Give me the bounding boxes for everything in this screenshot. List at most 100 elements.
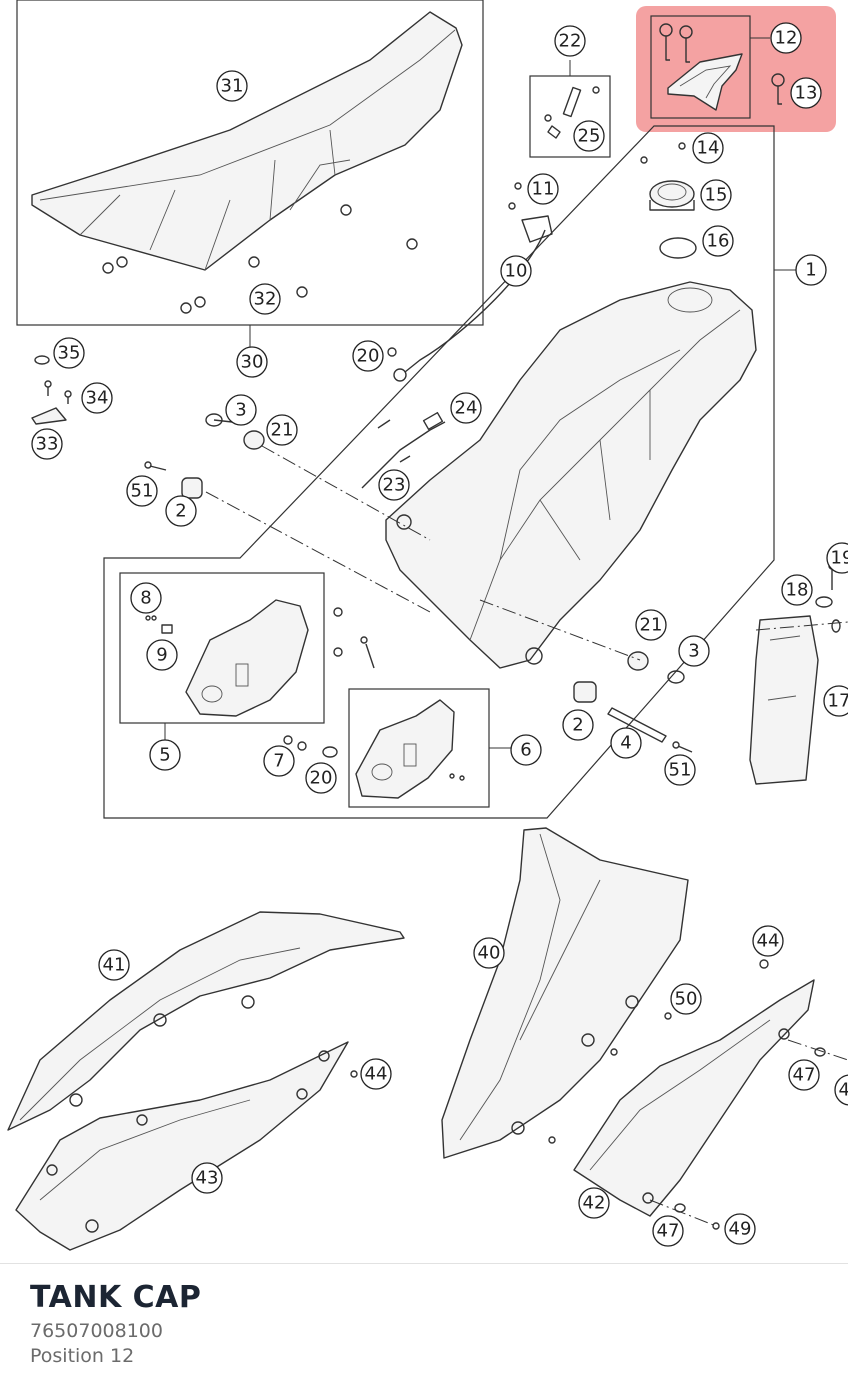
callout-44: 44 (752, 925, 784, 957)
svg-text:31: 31 (221, 76, 244, 97)
svg-text:16: 16 (707, 231, 730, 252)
svg-text:25: 25 (578, 126, 601, 147)
svg-text:24: 24 (455, 398, 478, 419)
callout-25: 25 (573, 120, 605, 152)
exploded-parts-diagram: 1 2 2 3 3 4 5 6 7 8 9 10 11 12 13 14 15 … (7, 0, 848, 1251)
svg-text:11: 11 (532, 179, 555, 200)
svg-text:51: 51 (669, 760, 692, 781)
callout-15: 15 (700, 179, 732, 211)
svg-text:43: 43 (196, 1168, 219, 1189)
fasteners-lower (350, 959, 848, 1230)
svg-text:1: 1 (805, 260, 816, 281)
screws-14 (640, 142, 686, 164)
callout-10: 10 (500, 255, 532, 287)
callout-41: 41 (98, 949, 130, 981)
callout-14: 14 (692, 132, 724, 164)
callout-2: 2 (165, 495, 197, 527)
callout-49: 49 (724, 1213, 756, 1245)
callout-1: 1 (795, 254, 827, 286)
seat-fasteners (102, 204, 418, 314)
svg-text:10: 10 (505, 261, 528, 282)
svg-text:17: 17 (828, 691, 848, 712)
svg-text:19: 19 (831, 548, 848, 569)
svg-text:30: 30 (241, 352, 264, 373)
callout-8: 8 (130, 582, 162, 614)
part-position: Position 12 (30, 1345, 135, 1367)
callout-21: 21 (266, 414, 298, 446)
callout-33: 33 (31, 428, 63, 460)
side-panel-41 (7, 911, 405, 1131)
svg-text:44: 44 (365, 1064, 388, 1085)
callout-2b: 2 (562, 709, 594, 741)
part-5-group-frame (119, 572, 325, 724)
callout-19: 19 (826, 542, 848, 574)
frame-guard-6 (355, 636, 465, 799)
fuel-line-10 (393, 182, 553, 382)
callout-7: 7 (263, 745, 295, 777)
svg-text:47: 47 (657, 1221, 680, 1242)
callout-18: 18 (781, 574, 813, 606)
tank-cap[interactable] (667, 53, 743, 111)
svg-text:47: 47 (793, 1065, 816, 1086)
callout-4: 4 (610, 727, 642, 759)
svg-text:34: 34 (86, 388, 109, 409)
svg-text:35: 35 (58, 343, 81, 364)
callout-47b: 47 (652, 1215, 684, 1247)
clip-35 (34, 355, 50, 365)
callout-9: 9 (146, 639, 178, 671)
axis-line-lower (205, 491, 431, 613)
svg-text:2: 2 (572, 715, 583, 736)
bolts-34 (44, 380, 72, 404)
hardware-7-20 (283, 607, 343, 758)
side-panel-43 (15, 1041, 349, 1251)
callout-11: 11 (527, 173, 559, 205)
svg-text:22: 22 (559, 31, 582, 52)
svg-text:13: 13 (795, 83, 818, 104)
key-13 (771, 73, 785, 105)
svg-text:21: 21 (640, 615, 663, 636)
svg-text:32: 32 (254, 289, 277, 310)
axis-line-upper (261, 445, 431, 541)
callout-35: 35 (53, 337, 85, 369)
callout-3b: 3 (678, 635, 710, 667)
svg-text:49: 49 (729, 1219, 752, 1240)
svg-text:7: 7 (273, 751, 284, 772)
side-panel-42 (573, 979, 815, 1217)
callout-50: 50 (670, 983, 702, 1015)
svg-text:15: 15 (705, 185, 728, 206)
shroud-40 (441, 827, 689, 1159)
svg-text:12: 12 (775, 28, 798, 49)
callout-22: 22 (554, 25, 586, 57)
bracket-33 (31, 407, 67, 425)
callout-23: 23 (378, 469, 410, 501)
callout-31: 31 (216, 70, 248, 102)
svg-text:50: 50 (675, 989, 698, 1010)
svg-text:14: 14 (697, 138, 720, 159)
o-ring-16 (659, 237, 697, 259)
svg-text:21: 21 (271, 420, 294, 441)
callout-20b: 20 (305, 762, 337, 794)
callout-40: 40 (473, 937, 505, 969)
callout-17: 17 (823, 685, 848, 717)
callout-51: 51 (126, 475, 158, 507)
bushings-right (573, 651, 693, 753)
svg-text:5: 5 (159, 745, 170, 766)
bushings-left (144, 413, 265, 499)
svg-text:3: 3 (235, 400, 246, 421)
svg-text:9: 9 (156, 645, 167, 666)
svg-text:44: 44 (757, 931, 780, 952)
svg-text:8: 8 (140, 588, 151, 609)
vent-hose-24 (361, 411, 446, 489)
callout-12[interactable]: 12 (770, 22, 802, 54)
callout-30: 30 (236, 346, 268, 378)
callout-42: 42 (578, 1187, 610, 1219)
svg-text:2: 2 (175, 501, 186, 522)
svg-text:20: 20 (357, 346, 380, 367)
callout-16: 16 (702, 225, 734, 257)
svg-text:42: 42 (583, 1193, 606, 1214)
callout-47: 47 (788, 1059, 820, 1091)
callout-3: 3 (225, 394, 257, 426)
part-12-group-frame (650, 15, 751, 119)
callout-43: 43 (191, 1162, 223, 1194)
seat (31, 11, 463, 271)
